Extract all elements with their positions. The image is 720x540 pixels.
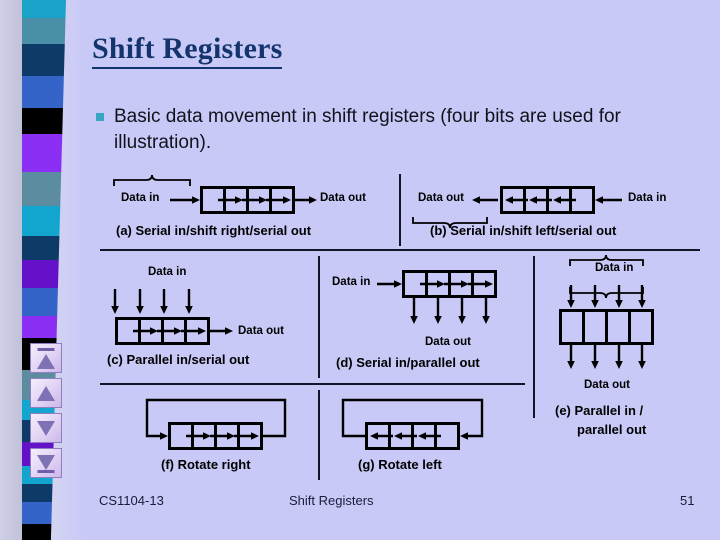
sidebar-color-band [22,44,65,76]
previous-slide-button[interactable] [30,378,62,408]
sidebar-color-band [22,108,63,134]
diagram-g-caption: (g) Rotate left [358,457,442,472]
figure-divider-vert-cd [318,256,320,378]
diagram-c-arrows [133,327,233,335]
shift-register-figure: Data in Data out (a) Serial in/shift rig… [100,172,700,482]
diagram-a-output-label: Data out [320,192,366,204]
diagram-b-arrows [472,196,622,204]
figure-divider-vert-ab [399,174,401,246]
diagram-e-register [559,309,654,345]
sidebar-color-band [22,260,59,288]
diagram-c-input-brace [113,174,191,186]
triangle-down-icon [37,421,55,436]
end-bar-icon [37,348,55,351]
next-slide-button[interactable] [30,413,62,443]
diagram-e-output-label: Data out [584,379,630,391]
figure-divider-vert-fg [318,390,320,480]
diagram-e-caption-line2: parallel out [577,422,647,437]
triangle-up-bar-icon [37,354,55,369]
diagram-d-output-brace [412,217,488,229]
footer-course-code: CS1104-13 [99,493,164,508]
bullet-marker-icon [96,113,104,121]
diagram-c: Data in Data out [100,172,700,367]
diagram-c-caption: (c) Parallel in/serial out [107,352,250,367]
diagram-e-output-arrows [567,345,646,369]
sidebar-color-band [22,236,60,260]
diagram-a-input-label: Data in [121,192,160,204]
diagram-b-caption: (b) Serial in/shift left/serial out [430,223,617,238]
register-cell [585,312,608,342]
sidebar-color-band [22,524,52,540]
sidebar-color-band [22,288,58,316]
figure-divider-middle [100,383,525,385]
diagram-e: Data in [100,252,700,437]
sidebar-color-band [22,206,61,236]
diagram-e-input-arrows [567,285,646,308]
diagram-b-input-label: Data in [628,192,667,204]
diagram-e-caption-line1: (e) Parallel in / [555,403,644,418]
diagram-f-arrows [145,398,287,440]
sidebar-color-band [22,18,66,44]
sidebar-color-band [22,172,62,206]
diagram-d-caption: (d) Serial in/parallel out [336,355,480,370]
diagram-d-input-label: Data in [332,276,371,288]
page-title-text: Shift Registers [92,32,283,65]
last-slide-button[interactable] [30,448,62,478]
page-title: Shift Registers [92,32,283,69]
sidebar-color-band [22,76,64,108]
register-cell [562,312,585,342]
diagram-d: Data in [100,217,700,370]
diagram-f-caption: (f) Rotate right [161,457,251,472]
diagram-c-output-label: Data out [238,325,284,337]
end-bar-icon [37,470,55,473]
diagram-e-output-brace [569,287,644,299]
triangle-down-bar-icon [37,455,55,470]
register-cell [631,312,651,342]
title-underline [92,67,283,69]
sidebar-color-band [22,134,63,172]
diagram-b-output-label: Data out [418,192,464,204]
bullet-item: Basic data movement in shift registers (… [96,104,696,156]
figure-divider-vert-de [533,256,535,418]
footer-page-number: 51 [680,493,695,508]
slide-footer: CS1104-13 Shift Registers 51 [0,493,720,517]
sidebar-color-band [22,0,66,18]
diagram-e-input-brace [569,254,644,266]
register-cell [608,312,631,342]
diagram-a-arrows [170,196,317,204]
first-slide-button[interactable] [30,343,62,373]
sidebar-color-band [22,316,58,338]
bullet-text: Basic data movement in shift registers (… [114,106,621,154]
figure-divider-top [100,249,700,251]
decorative-sidebar [0,0,84,540]
diagram-a-caption: (a) Serial in/shift right/serial out [116,223,312,238]
diagram-c-input-arrows [111,289,193,314]
footer-topic: Shift Registers [289,493,374,508]
diagram-d-output-label: Data out [425,336,471,348]
diagram-e-input-label: Data in [595,262,634,274]
triangle-up-icon [37,386,55,401]
diagram-d-arrows [377,280,493,324]
diagram-c-input-label: Data in [148,266,187,278]
diagram-g-arrows [341,398,484,440]
